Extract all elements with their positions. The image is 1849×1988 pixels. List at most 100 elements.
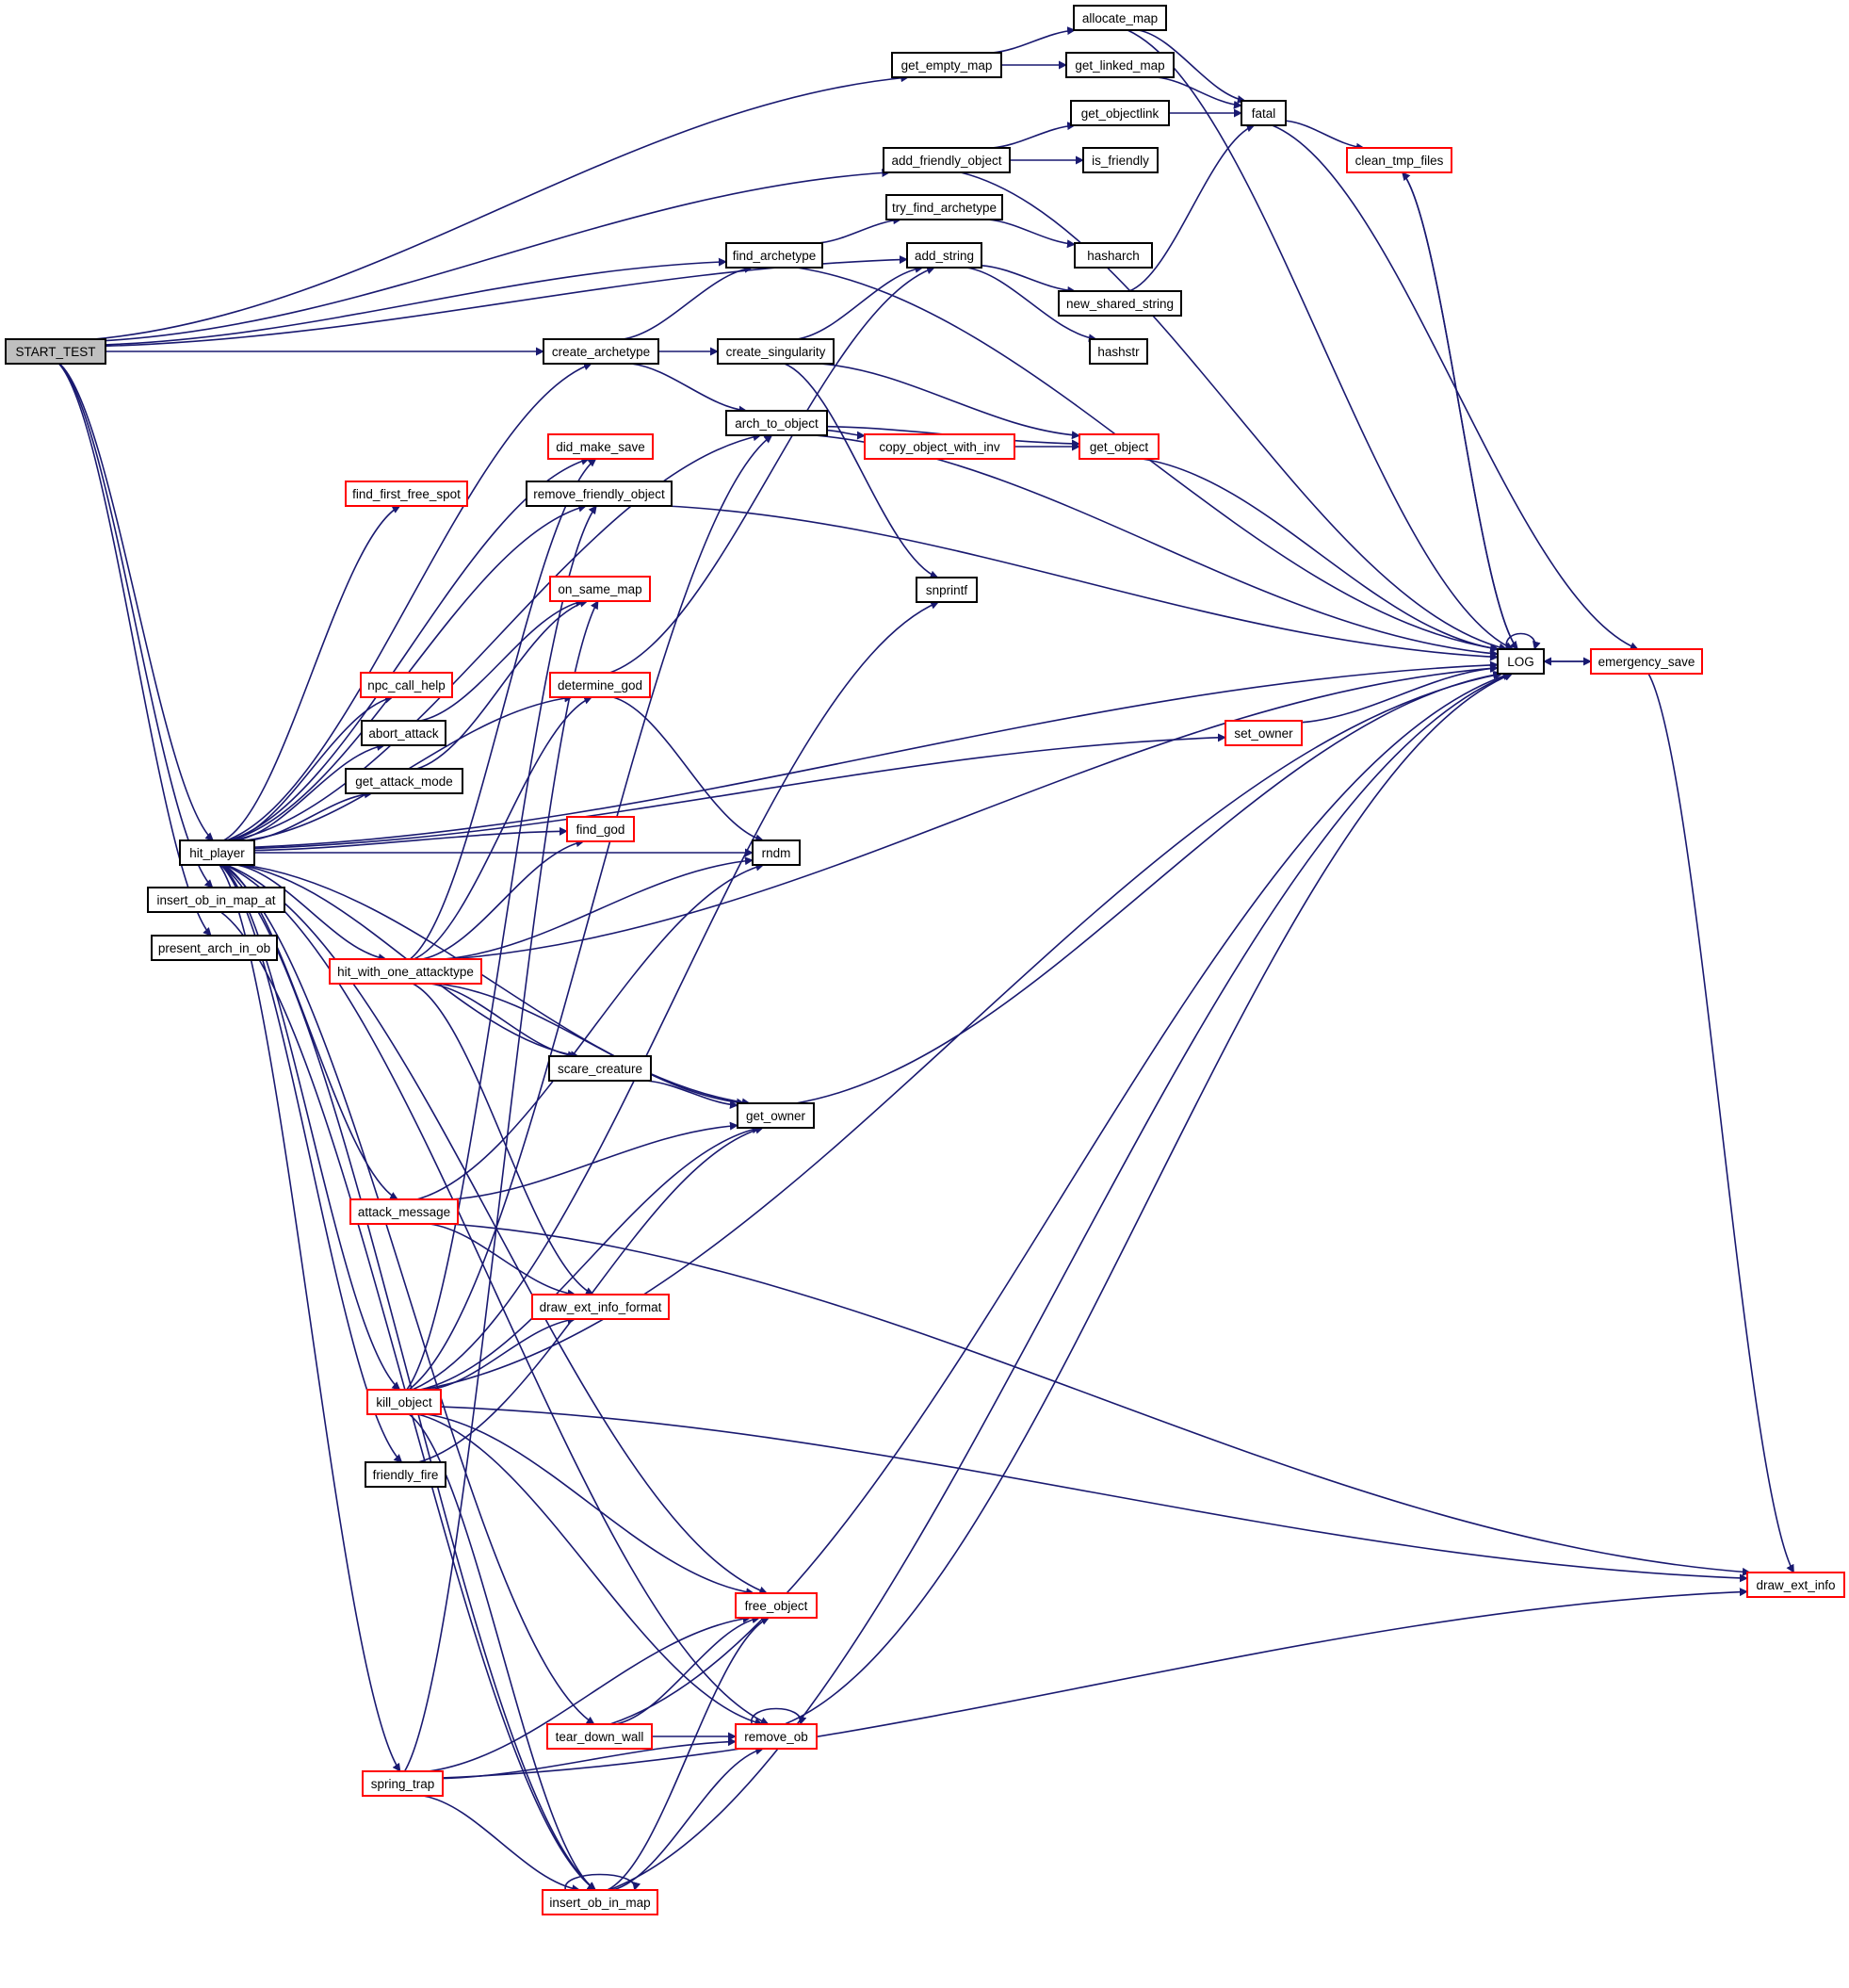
edge-add_friendly_object-to-LOG (960, 171, 1508, 652)
node-box (548, 1055, 652, 1082)
edge-START_TEST-to-hit_player (58, 363, 214, 841)
node-get_empty_map[interactable]: get_empty_map (891, 52, 1002, 78)
node-box (885, 194, 1003, 220)
node-get_linked_map[interactable]: get_linked_map (1065, 52, 1175, 78)
edge-find_archetype-to-try_find_archetype (817, 216, 902, 244)
edge-LOG-to-LOG (1505, 632, 1541, 650)
node-copy_object_with_inv[interactable]: copy_object_with_inv (864, 433, 1015, 460)
node-on_same_map[interactable]: on_same_map (549, 576, 651, 602)
edge-get_attack_mode-to-on_same_map (416, 598, 589, 770)
node-box (1089, 338, 1148, 365)
edge-hit_player-to-remove_ob (224, 864, 770, 1725)
node-is_friendly[interactable]: is_friendly (1082, 147, 1159, 173)
node-label: insert_ob_in_map (549, 1896, 650, 1910)
node-emergency_save[interactable]: emergency_save (1590, 648, 1703, 675)
node-box (725, 410, 828, 436)
node-get_objectlink[interactable]: get_objectlink (1070, 100, 1170, 126)
node-box (1074, 242, 1153, 269)
node-label: try_find_archetype (892, 201, 997, 215)
edge-insert_ob_in_map-to-remove_ob (612, 1746, 765, 1891)
node-box (349, 1198, 459, 1225)
node-box (1058, 290, 1182, 317)
node-draw_ext_info_format[interactable]: draw_ext_info_format (531, 1294, 670, 1320)
node-box (549, 576, 651, 602)
node-find_first_free_spot[interactable]: find_first_free_spot (345, 481, 468, 507)
node-label: rndm (762, 846, 791, 860)
node-box (717, 338, 835, 365)
node-find_archetype[interactable]: find_archetype (725, 242, 823, 269)
node-create_singularity[interactable]: create_singularity (717, 338, 835, 365)
node-hasharch[interactable]: hasharch (1074, 242, 1153, 269)
node-LOG[interactable]: LOG (1497, 648, 1545, 675)
node-friendly_fire[interactable]: friendly_fire (365, 1461, 446, 1488)
edge-hit_player-to-npc_call_help (231, 694, 394, 841)
node-free_object[interactable]: free_object (735, 1592, 818, 1619)
node-allocate_map[interactable]: allocate_map (1073, 5, 1167, 31)
edge-fatal-to-emergency_save (1272, 124, 1639, 651)
node-rndm[interactable]: rndm (752, 839, 801, 866)
edge-determine_god-to-rndm (612, 696, 765, 843)
node-label: remove_ob (744, 1730, 808, 1744)
node-find_god[interactable]: find_god (566, 816, 635, 842)
node-remove_friendly_object[interactable]: remove_friendly_object (526, 481, 673, 507)
node-present_arch_in_ob[interactable]: present_arch_in_ob (151, 935, 278, 961)
node-hit_player[interactable]: hit_player (179, 839, 255, 866)
node-label: copy_object_with_inv (879, 440, 1000, 454)
node-get_object[interactable]: get_object (1079, 433, 1160, 460)
node-box (1073, 5, 1167, 31)
edge-kill_object-to-snprintf (412, 601, 940, 1391)
node-box (916, 577, 978, 603)
node-box (543, 338, 659, 365)
node-tear_down_wall[interactable]: tear_down_wall (546, 1723, 653, 1750)
node-hashstr[interactable]: hashstr (1089, 338, 1148, 365)
edge-spring_trap-to-draw_ext_info (442, 1588, 1748, 1779)
node-determine_god[interactable]: determine_god (549, 672, 651, 698)
node-abort_attack[interactable]: abort_attack (361, 720, 446, 746)
node-label: create_singularity (726, 345, 826, 359)
node-START_TEST[interactable]: START_TEST (5, 338, 106, 365)
edge-hit_player-to-find_god (253, 826, 568, 852)
node-try_find_archetype[interactable]: try_find_archetype (885, 194, 1003, 220)
edge-LOG-to-clean_tmp_files (1402, 171, 1518, 650)
node-box (531, 1294, 670, 1320)
node-label: draw_ext_info (1756, 1578, 1835, 1592)
node-attack_message[interactable]: attack_message (349, 1198, 459, 1225)
node-label: attack_message (358, 1205, 450, 1219)
edge-tear_down_wall-to-free_object (615, 1615, 761, 1725)
node-get_owner[interactable]: get_owner (737, 1102, 815, 1129)
node-box (1497, 648, 1545, 675)
node-add_friendly_object[interactable]: add_friendly_object (883, 147, 1011, 173)
node-clean_tmp_files[interactable]: clean_tmp_files (1346, 147, 1452, 173)
node-fatal[interactable]: fatal (1241, 100, 1287, 126)
node-label: draw_ext_info_format (540, 1300, 662, 1314)
node-spring_trap[interactable]: spring_trap (362, 1770, 444, 1797)
node-box (329, 958, 482, 985)
node-label: find_first_free_spot (352, 487, 461, 501)
node-get_attack_mode[interactable]: get_attack_mode (345, 768, 463, 794)
node-label: is_friendly (1092, 154, 1149, 168)
node-snprintf[interactable]: snprintf (916, 577, 978, 603)
node-label: clean_tmp_files (1355, 154, 1444, 168)
node-add_string[interactable]: add_string (906, 242, 982, 269)
node-remove_ob[interactable]: remove_ob (735, 1723, 818, 1750)
node-create_archetype[interactable]: create_archetype (543, 338, 659, 365)
node-insert_ob_in_map_at[interactable]: insert_ob_in_map_at (147, 887, 285, 913)
edge-insert_ob_in_map-to-LOG (608, 672, 1513, 1891)
node-npc_call_help[interactable]: npc_call_help (360, 672, 453, 698)
node-hit_with_one_attacktype[interactable]: hit_with_one_attacktype (329, 958, 482, 985)
node-label: fatal (1252, 106, 1276, 121)
node-set_owner[interactable]: set_owner (1225, 720, 1303, 746)
node-new_shared_string[interactable]: new_shared_string (1058, 290, 1182, 317)
node-did_make_save[interactable]: did_make_save (547, 433, 654, 460)
node-box (1065, 52, 1175, 78)
node-scare_creature[interactable]: scare_creature (548, 1055, 652, 1082)
node-box (1590, 648, 1703, 675)
edge-hit_player-to-find_first_free_spot (223, 505, 401, 841)
node-draw_ext_info[interactable]: draw_ext_info (1746, 1572, 1845, 1598)
node-arch_to_object[interactable]: arch_to_object (725, 410, 828, 436)
node-kill_object[interactable]: kill_object (366, 1389, 442, 1415)
edge-tear_down_wall-to-LOG (609, 672, 1512, 1725)
node-box (361, 720, 446, 746)
edge-create_singularity-to-snprintf (784, 363, 939, 579)
node-insert_ob_in_map[interactable]: insert_ob_in_map (542, 1889, 658, 1915)
